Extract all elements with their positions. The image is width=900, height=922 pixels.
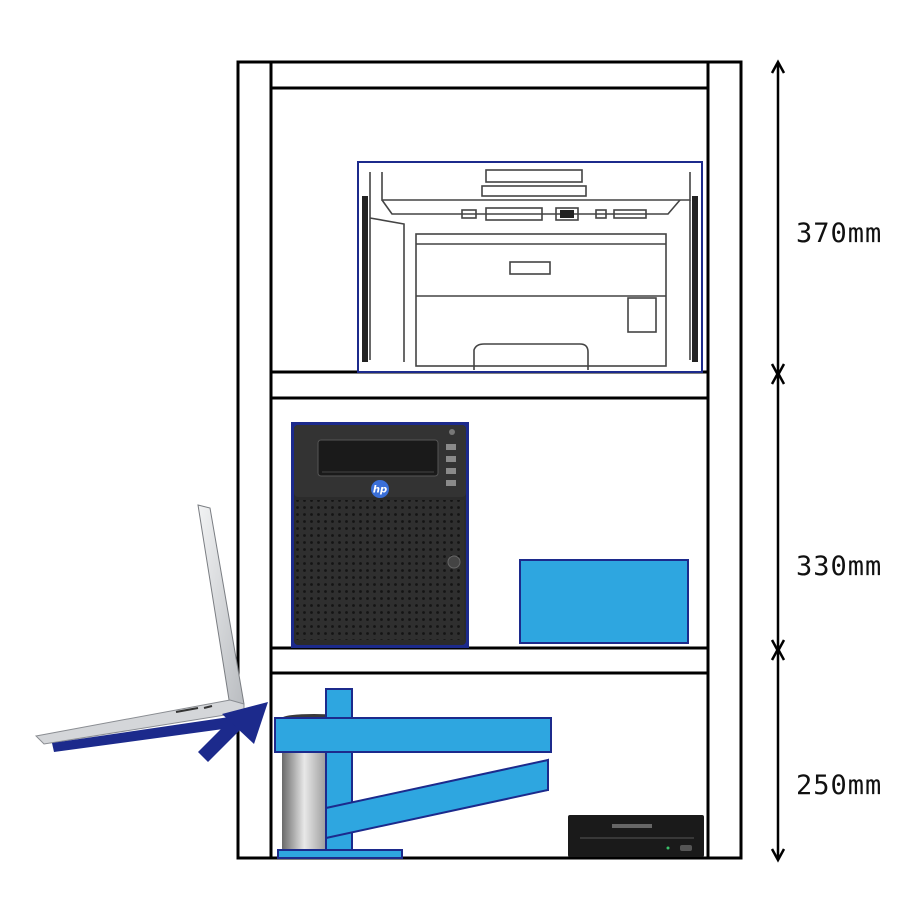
arrowhead-1-up (770, 370, 786, 385)
microserver-tower-icon: hp (291, 422, 469, 648)
laser-printer-icon (357, 161, 703, 373)
server-logo-icon (371, 480, 389, 498)
external-dvd-drive-icon (568, 815, 704, 857)
monitor-arm-bracket-icon (274, 688, 552, 859)
server-brand: hp (373, 485, 387, 496)
dimension-label-top: 370mm (796, 218, 883, 249)
arrowhead-top (770, 59, 786, 74)
dimension-markers (770, 59, 786, 863)
arrowhead-bottom (770, 848, 786, 863)
open-laptop-icon (34, 504, 245, 745)
blue-box-block (519, 559, 689, 644)
arrowhead-2-up (770, 646, 786, 661)
dimension-label-bottom: 250mm (796, 770, 883, 801)
dimension-label-middle: 330mm (796, 551, 883, 582)
frame-outer (236, 60, 743, 860)
mount-direction-arrow (52, 702, 268, 762)
